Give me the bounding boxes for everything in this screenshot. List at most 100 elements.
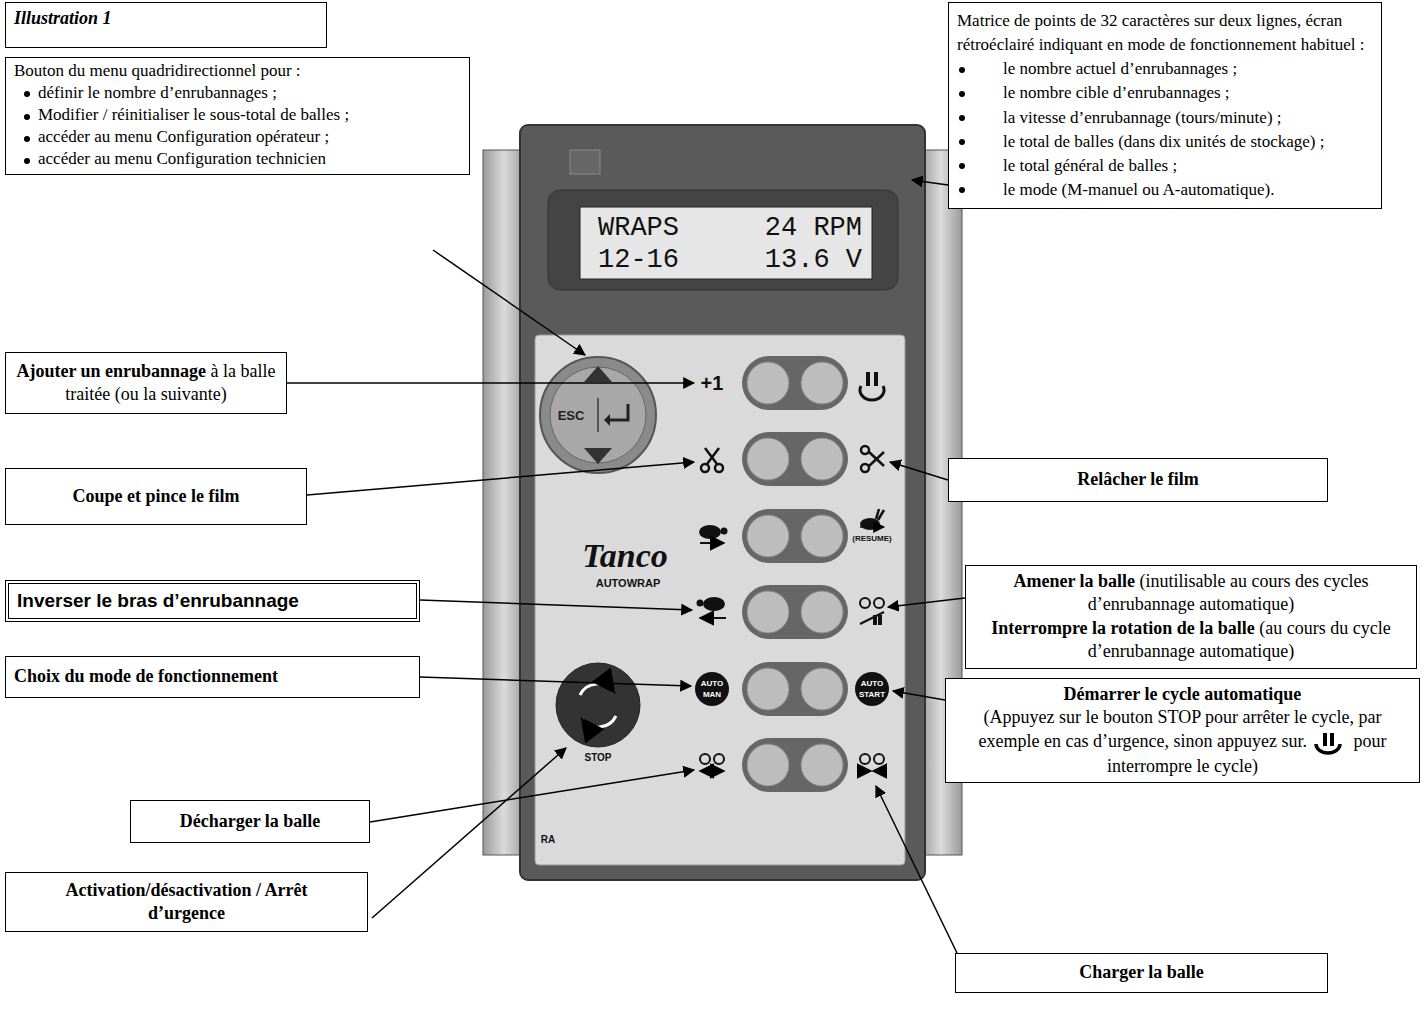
direction-arrow [712,770,724,772]
leader-line [372,748,566,918]
callout-text: Relâcher le film [957,468,1319,491]
button [747,438,789,480]
rabbit-ear [876,509,879,519]
callout-text: Inverser le bras d’enrubannage [17,589,408,614]
auto-man-badge [695,672,729,706]
panel-label: START [859,691,885,699]
callout-text: Matrice de points de 32 caractères sur d… [957,9,1373,57]
bullet-item: le mode (M-manuel ou A-automatique). [957,178,1373,202]
load-icon [860,754,884,771]
bullet-item: Modifier / réinitialiser le sous-total d… [14,104,459,126]
callout-text: Décharger la balle [139,810,361,833]
leader-lines [287,180,965,953]
scissors-blade [705,448,717,464]
leader-line [433,250,585,355]
direction-arrow [700,770,712,772]
panel-label: +1 [701,373,724,393]
menu-divider [597,398,599,432]
callout-box: Matrice de points de 32 caractères sur d… [948,2,1382,209]
panel-label: 13.6 V [765,247,862,274]
callout-box: Inverser le bras d’enrubannage [5,580,420,622]
leader-line [876,786,957,953]
button [747,515,789,557]
scissors-icon [701,446,884,472]
callout-text: Démarrer le cycle automatique [1064,684,1302,704]
panel-label: Tanco [582,539,668,573]
button-rows [742,356,848,792]
bullet-item: la vitesse d’enrubannage (tours/minute) … [957,106,1373,130]
button [801,438,843,480]
panel-label: AUTO [701,680,724,688]
bullet-item: définir le nombre d’enrubannages ; [14,82,459,104]
callout-text: Bouton du menu quadridirectionnel pour : [14,60,459,82]
bale-roller [874,754,884,764]
scissors-ring [701,464,709,472]
panel-housing [520,125,925,880]
scissors-ring [715,464,723,472]
direction-arrow [860,770,871,772]
panel-label: WRAPS [598,215,679,242]
callout-box: Charger la balle [955,953,1328,993]
bullet-item: le nombre cible d’enrubannages ; [957,81,1373,105]
button [801,515,843,557]
up-arrow [584,366,612,382]
button [747,362,789,404]
tortoise-shell [699,525,721,539]
scissors-blade [869,452,884,466]
panel-label: AUTO [861,680,884,688]
stop-button [556,663,640,747]
leader-line [307,462,694,495]
callout-text: Ajouter un enrubannage [16,361,206,381]
tortoise-shell [703,597,725,611]
button-pair [742,509,848,563]
panel-label: STOP [584,753,611,763]
button-area [535,335,905,865]
text-line: Démarrer le cycle automatique [954,683,1411,706]
bale-roller [700,754,710,764]
tortoise-head [697,600,704,607]
panel-label: AUTOWRAP [596,578,661,589]
button-pair [742,585,848,639]
callout-box: Bouton du menu quadridirectionnel pour :… [5,57,470,175]
panel-label: MAN [703,691,721,699]
bale-pause-icon [860,598,884,624]
callout-text: Coupe et pince le film [14,485,298,508]
pause-cycle-icon [1311,731,1345,755]
scissors-ring [861,464,869,472]
panel-label: 24 RPM [765,215,862,242]
menu-button-face [550,367,646,463]
callout-box: Ajouter un enrubannageà la balle traitée… [5,352,287,414]
callout-text: Interrompre la rotation de la balle [991,618,1254,638]
callout-box: Décharger la balle [130,800,370,843]
bullet-item: le nombre actuel d’enrubannages ; [957,57,1373,81]
leader-line [888,598,965,607]
leader-line [893,691,945,700]
text-line: Ajouter un enrubannageà la balle traitée… [14,360,278,407]
pause-cycle-icon [860,372,884,400]
button [747,744,789,786]
panel-label: ESC [558,409,585,422]
callout-box: Démarrer le cycle automatique(Appuyez su… [945,678,1420,783]
pause-bar [1330,733,1334,746]
pause-bar [874,616,876,624]
text-line: Interrompre la rotation de la balle(au c… [974,617,1408,664]
stop-arrow [582,716,616,727]
icon-holder [1307,731,1349,751]
bullet-item: accéder au menu Configuration opérateur … [14,126,459,148]
leader-line [420,677,691,686]
logo-mark [570,150,600,174]
button [801,668,843,710]
button-pair [742,738,848,792]
auto-start-badge [855,672,889,706]
side-rail [483,150,525,855]
button [747,668,789,710]
stop-arrow [580,684,614,695]
cycle-arc [1316,744,1340,753]
button-pair [742,432,848,486]
pause-bar [866,372,870,386]
pause-bar [879,616,881,624]
button [801,591,843,633]
direction-arrow [860,526,884,528]
bale-roller [874,598,884,608]
